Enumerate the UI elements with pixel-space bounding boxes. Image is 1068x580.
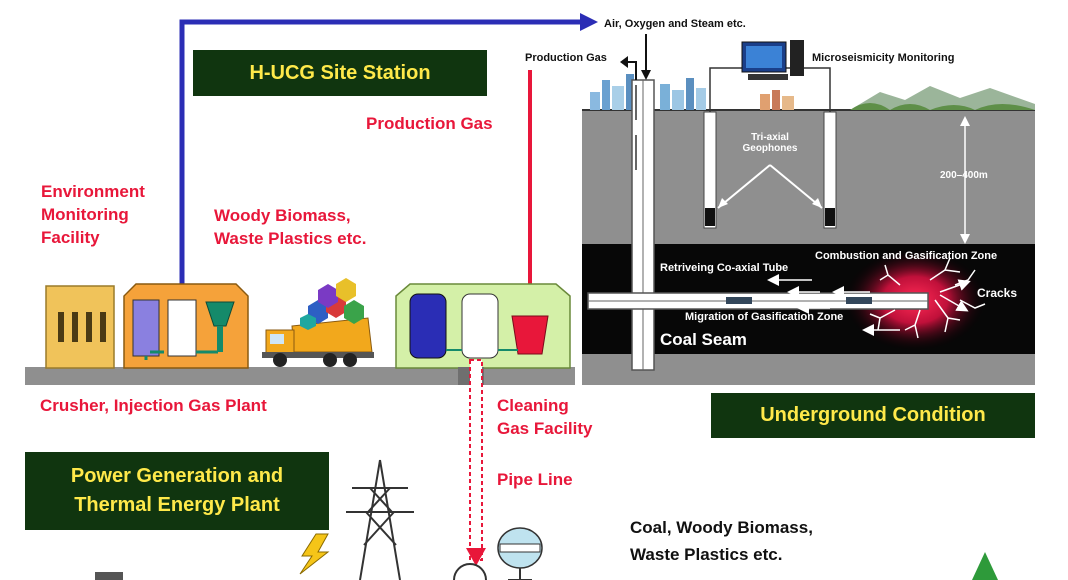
retrieving-arrows <box>767 274 900 336</box>
depth-dimension <box>960 116 970 244</box>
crusher-building <box>45 285 115 369</box>
geophone-boreholes <box>703 111 837 229</box>
production-gas-label: Production Gas <box>366 114 493 133</box>
migration-zone-label: Migration of Gasification Zone <box>685 311 844 323</box>
production-gas-arrow <box>520 70 540 312</box>
injection-gas-plant <box>123 283 249 369</box>
retrieving-tube-label: Retriveing Co-axial Tube <box>660 262 789 274</box>
crusher-label: Crusher, Injection Gas Plant <box>40 396 267 415</box>
surface-ground <box>25 367 575 385</box>
coal-seam-label: Coal Seam <box>660 330 747 349</box>
woody-biomass-label: Woody Biomass, Waste Plastics etc. <box>214 206 367 248</box>
wellhead-arrows <box>620 34 651 80</box>
computer-icon <box>741 40 804 80</box>
air-oxygen-steam-label: Air, Oxygen and Steam etc. <box>604 18 746 30</box>
power-generation-title: Power Generation and Thermal Energy Plan… <box>25 452 329 530</box>
underground-title: Underground Condition <box>711 393 1035 438</box>
cracks-graphic <box>869 257 986 339</box>
plant-building-edge <box>95 572 123 580</box>
gas-tank-icon <box>453 527 543 580</box>
pipe-line-label: Pipe Line <box>497 470 573 489</box>
pipe-line <box>458 359 486 566</box>
city-skyline <box>590 74 794 110</box>
tri-axial-label: Tri-axial Geophones <box>742 132 798 154</box>
cleaning-gas-label: Cleaning Gas Facility <box>497 396 593 438</box>
microseismicity-label: Microseismicity Monitoring <box>812 52 955 64</box>
cracks-label: Cracks <box>977 286 1018 300</box>
mountains-trees <box>850 86 1035 110</box>
cleaning-gas-facility <box>395 283 571 369</box>
injection-gas-line <box>179 13 598 300</box>
combustion-zone-label: Combustion and Gasification Zone <box>815 250 998 262</box>
lightning-icon <box>299 533 330 575</box>
depth-label: 200–400m <box>940 170 988 181</box>
power-pylon-icon <box>346 459 414 580</box>
coal-biomass-label: Coal, Woody Biomass, Waste Plastics etc. <box>630 518 813 564</box>
site-station-title: H-UCG Site Station <box>193 50 487 96</box>
production-gas-top-label: Production Gas <box>525 52 607 64</box>
tree-icon <box>972 552 998 580</box>
dump-truck-icon <box>262 278 374 367</box>
environment-monitoring-label: Environment Monitoring Facility <box>41 182 145 247</box>
